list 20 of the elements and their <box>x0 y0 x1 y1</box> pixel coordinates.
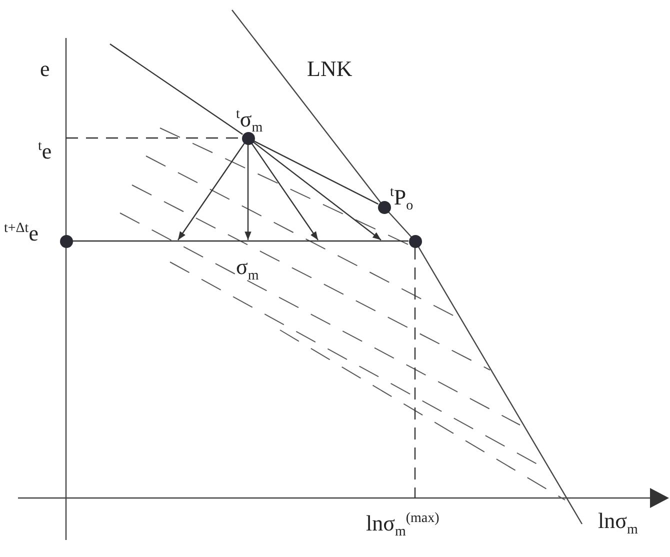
point-label: $^{t}$P$_{o}$ <box>390 186 414 214</box>
arrow <box>252 141 382 240</box>
point-label: $^{t}$σ$_{m}$ <box>236 108 263 136</box>
point-marker <box>408 234 422 248</box>
axis-label: σ$_{m}$ <box>236 256 259 284</box>
axis-label: lnσ$_{m}$ <box>598 510 638 538</box>
point-marker <box>378 200 390 214</box>
point-marker <box>242 132 254 144</box>
line <box>72 240 408 242</box>
point-label: $^{t+Δt}$e <box>4 222 38 244</box>
axis-label: LNK <box>307 58 352 80</box>
axis-label: e <box>40 58 50 80</box>
line <box>254 140 378 205</box>
dashed-line <box>414 248 416 498</box>
line <box>110 44 243 135</box>
arrow <box>251 143 318 240</box>
arrow <box>178 143 245 240</box>
point-marker <box>60 234 72 248</box>
arrow <box>244 144 252 240</box>
axis-label: $^{t}$e <box>38 140 52 162</box>
